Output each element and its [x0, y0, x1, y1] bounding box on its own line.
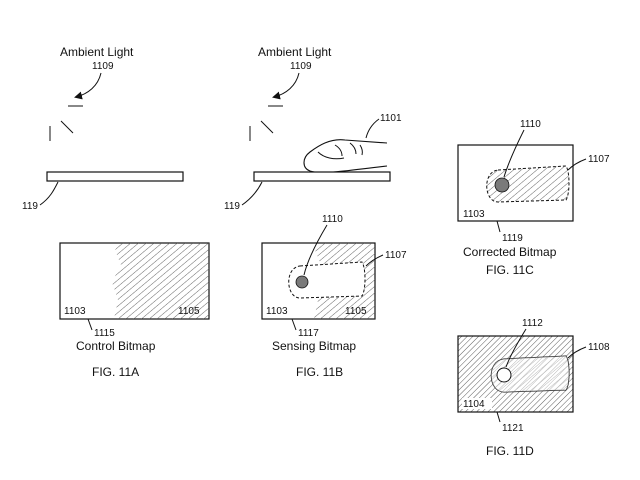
bitmap-caption: Corrected Bitmap	[463, 245, 557, 259]
finger-shadow-outline	[288, 261, 366, 299]
figure-label: FIG. 11D	[486, 444, 534, 458]
leader-line	[567, 346, 587, 359]
panel-fig-11d: 1112 1108 1104 1121 FIG. 11D	[457, 318, 610, 458]
shaded-region	[112, 243, 209, 319]
finger-region-tint	[491, 356, 569, 392]
touch-point	[496, 367, 512, 383]
leader-line	[567, 158, 587, 171]
leader-line	[365, 118, 380, 139]
leader-line	[503, 129, 525, 178]
figure-label: FIG. 11A	[92, 365, 139, 379]
leader-line	[496, 411, 501, 423]
label-backing	[462, 398, 492, 409]
ref-corrected-bitmap: 1119	[502, 233, 523, 244]
leader-line	[241, 181, 263, 206]
panel-fig-11a: Ambient Light 1109 119 1103 1105 1115 Co…	[22, 45, 210, 379]
ref-finger: 1101	[380, 113, 402, 124]
ref-binary-bitmap: 1121	[502, 423, 524, 434]
ambient-light-label: Ambient Light	[258, 45, 332, 59]
light-ray-icon	[60, 120, 74, 134]
ref-touch-point: 1110	[520, 119, 541, 130]
leader-line	[365, 254, 384, 267]
ref-background-region: 1104	[463, 399, 485, 410]
leader-line	[291, 318, 297, 331]
sensor-panel	[253, 171, 391, 182]
ref-touch-point: 1112	[522, 318, 543, 329]
ref-ambient-light: 1109	[92, 61, 114, 72]
sensor-panel	[46, 171, 184, 182]
ref-control-bitmap: 1115	[94, 328, 115, 339]
leader-line	[87, 318, 93, 331]
leader-line	[496, 220, 501, 233]
touch-point	[494, 177, 510, 193]
ref-clear-region: 1103	[64, 306, 86, 317]
ref-sensor-panel: 119	[22, 201, 38, 212]
ref-clear-region: 1103	[266, 306, 288, 317]
ambient-light-arrow	[74, 72, 102, 100]
ref-finger-shadow: 1107	[588, 154, 610, 165]
touch-point	[295, 275, 309, 289]
bitmap-caption: Control Bitmap	[76, 339, 156, 353]
ref-touch-point: 1110	[322, 214, 343, 225]
ref-ambient-light: 1109	[290, 61, 312, 72]
bitmap-caption: Sensing Bitmap	[272, 339, 356, 353]
figure-label: FIG. 11C	[486, 263, 534, 277]
ambient-light-arrow	[272, 72, 300, 100]
finger-shadow-region	[486, 165, 570, 203]
ref-sensing-bitmap: 1117	[298, 328, 319, 339]
finger-icon	[303, 139, 388, 173]
ref-clear-region: 1103	[463, 209, 485, 220]
light-ray-icon	[260, 120, 274, 134]
leader-line	[505, 328, 527, 368]
ambient-light-label: Ambient Light	[60, 45, 134, 59]
figure-label: FIG. 11B	[296, 365, 343, 379]
ref-finger-region: 1108	[588, 342, 610, 353]
panel-fig-11b: Ambient Light 1109 1101 119 1110 1107 11…	[224, 45, 407, 379]
leader-line	[39, 181, 59, 206]
ref-sensor-panel: 119	[224, 201, 240, 212]
leader-line	[303, 224, 328, 276]
ref-shaded-region: 1105	[178, 306, 200, 317]
ref-shaded-region: 1105	[345, 306, 367, 317]
ref-finger-shadow: 1107	[385, 250, 407, 261]
panel-fig-11c: 1110 1107 1103 1119 Corrected Bitmap FIG…	[457, 119, 610, 277]
